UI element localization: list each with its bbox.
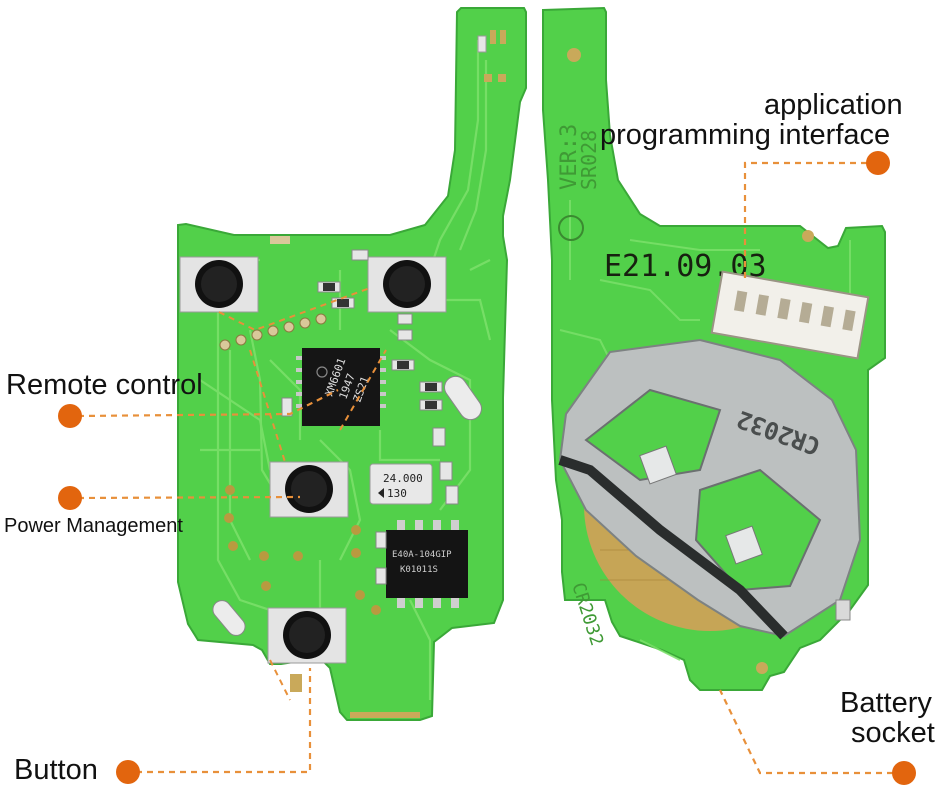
left-pcb-board: XM6601 1947 ZS21 24.000 130 E40A-104GIP … bbox=[177, 7, 527, 721]
tactile-switch-top-right bbox=[367, 256, 447, 313]
version-marking-line1: VER:3 bbox=[557, 124, 582, 190]
solder-pads-bottom bbox=[224, 435, 445, 615]
oval-solder-pad-right bbox=[444, 375, 482, 421]
leader-button bbox=[136, 668, 312, 774]
smd-components bbox=[270, 236, 459, 585]
callout-label-remote-control: Remote control bbox=[6, 369, 203, 401]
tactile-switch-bottom bbox=[267, 607, 347, 664]
pcb-edge-pads bbox=[477, 30, 506, 82]
callout-dot-battery bbox=[892, 761, 916, 785]
leader-remote-control bbox=[77, 389, 339, 418]
version-marking-line2: SR028 bbox=[577, 130, 601, 190]
callout-label-power-management: Power Management bbox=[4, 515, 183, 537]
leader-battery bbox=[719, 689, 904, 775]
rf-chip-xm6601: XM6601 1947 ZS21 bbox=[296, 348, 386, 426]
logo-mark bbox=[558, 215, 584, 241]
crystal-marking-line2: 130 bbox=[387, 487, 407, 500]
callout-label-button: Button bbox=[14, 754, 98, 786]
pin-header-pads bbox=[219, 313, 327, 351]
tactile-switch-top-left bbox=[179, 256, 259, 313]
callout-dot-remote-control bbox=[58, 404, 82, 428]
callout-label-api-line2: programming interface bbox=[600, 119, 891, 151]
eeprom-marking-line2: K01011S bbox=[400, 565, 438, 575]
right-pcb-board: VER:3 SR028 E21.09.03 CR2032 bbox=[542, 6, 886, 691]
tactile-switch-middle bbox=[269, 461, 349, 518]
callout-dot-api bbox=[866, 151, 890, 175]
callout-label-battery-line2: socket bbox=[851, 717, 935, 749]
oval-solder-pad-left bbox=[212, 600, 246, 636]
highlight-dashes-left bbox=[218, 287, 387, 701]
callout-dot-button bbox=[116, 760, 140, 784]
battery-clip: CR2032 bbox=[558, 338, 862, 640]
programming-connector bbox=[710, 270, 870, 360]
edge-contacts-right bbox=[756, 599, 851, 674]
leader-api bbox=[743, 161, 878, 280]
via-pad-top bbox=[567, 48, 581, 62]
edge-contacts-bottom bbox=[290, 674, 420, 718]
callout-label-battery-line1: Battery bbox=[840, 687, 932, 719]
eeprom-chip: E40A-104GIP K01011S bbox=[386, 520, 468, 608]
crystal-oscillator: 24.000 130 bbox=[369, 463, 433, 505]
eeprom-marking-line1: E40A-104GIP bbox=[392, 550, 452, 560]
crystal-marking-line1: 24.000 bbox=[383, 472, 423, 485]
callout-label-api-line1: application bbox=[764, 89, 903, 121]
callout-leaders bbox=[77, 161, 904, 775]
leader-power-management bbox=[77, 495, 301, 500]
callout-dot-power-management bbox=[58, 486, 82, 510]
